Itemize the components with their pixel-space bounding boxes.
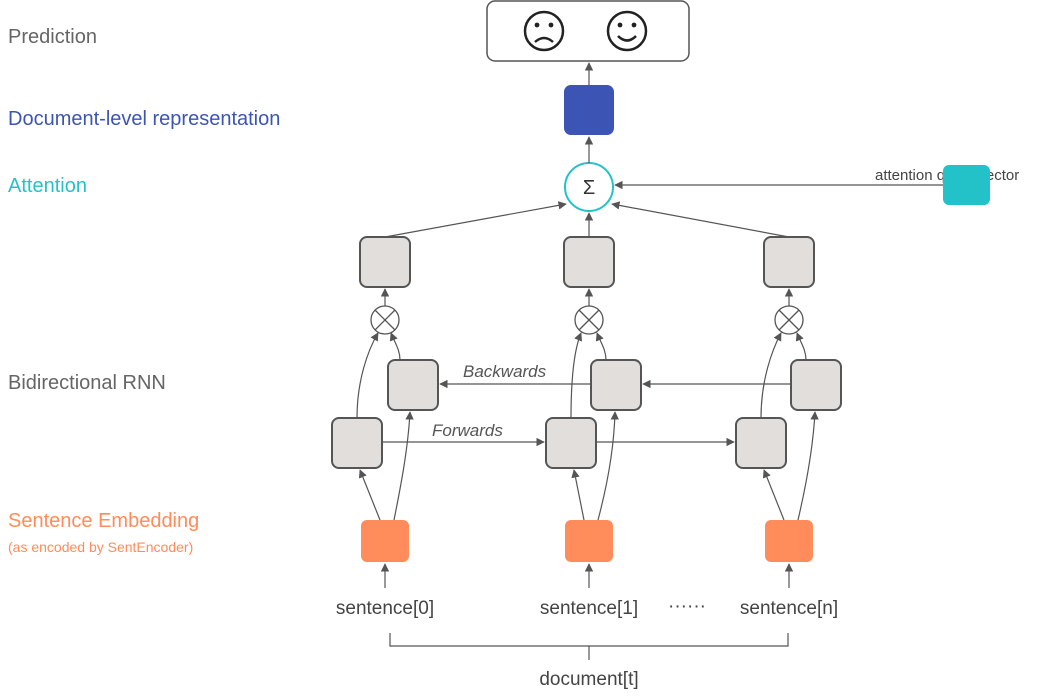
document-bracket [389,633,789,647]
sentence-embedding-node-1 [565,520,613,562]
sentence-embedding-node-0 [361,520,409,562]
sentence-embedding-note: (as encoded by SentEncoder) [8,539,193,555]
sad-face-icon [523,10,565,52]
backwards-label: Backwards [463,362,547,381]
weighted-node-1 [563,236,615,288]
document-representation-label: Document-level representation [8,108,280,130]
sentence-embedding-label: Sentence Embedding [8,510,199,532]
multiply-circle-icon [574,305,604,335]
backward-rnn-node-1 [590,359,642,411]
document-label: document[t] [539,669,638,690]
forward-rnn-node-0 [331,417,383,469]
forward-rnn-node-1 [545,417,597,469]
sum-symbol: Σ [583,177,595,199]
sentence-label-0: sentence[0] [336,598,434,619]
document-representation-node [564,85,614,135]
forward-rnn-node-n [735,417,787,469]
sentence-label-n: sentence[n] [740,598,838,619]
prediction-label: Prediction [8,26,97,48]
attention-query-node [943,165,990,205]
forwards-label: Forwards [432,421,503,440]
ellipsis-label: ······ [668,596,706,617]
weighted-node-n [763,236,815,288]
bidirectional-rnn-label: Bidirectional RNN [8,372,166,394]
multiply-circle-icon [370,305,400,335]
weighted-node-0 [359,236,411,288]
backward-rnn-node-n [790,359,842,411]
happy-face-icon [606,10,648,52]
sentence-embedding-node-n [765,520,813,562]
sentence-label-1: sentence[1] [540,598,638,619]
backward-rnn-node-0 [387,359,439,411]
attention-label: Attention [8,175,87,197]
prediction-box [486,0,690,62]
multiply-circle-icon [774,305,804,335]
